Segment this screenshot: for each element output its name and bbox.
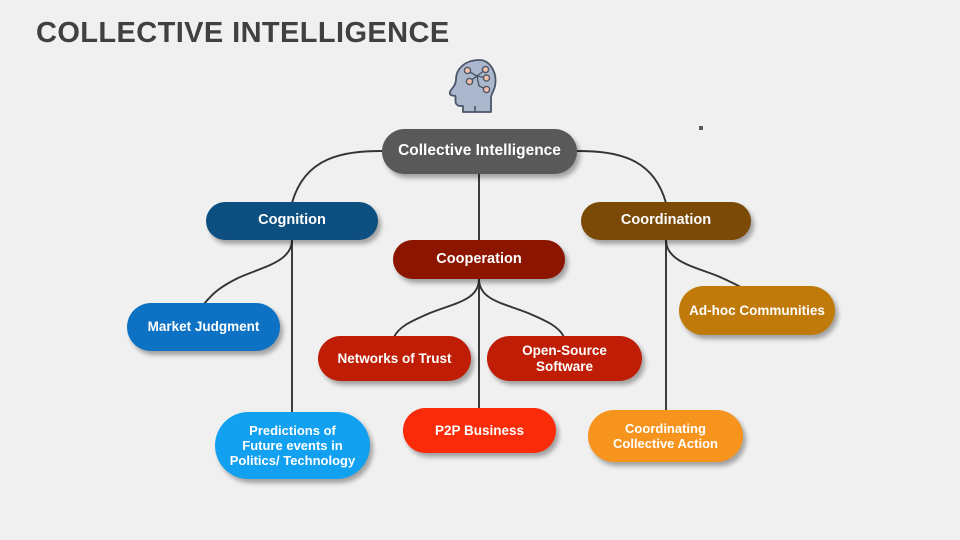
- node-cooperation[interactable]: Cooperation: [393, 240, 565, 279]
- node-networks-of-trust[interactable]: Networks of Trust: [318, 336, 471, 381]
- node-label: P2P Business: [434, 422, 525, 438]
- node-label-line-1: Predictions of: [249, 422, 336, 438]
- node-label: Cognition: [258, 212, 326, 229]
- node-label: Cooperation: [436, 250, 522, 267]
- node-label: Market Judgment: [147, 319, 260, 335]
- node-label: Predictions of Future events in Politics…: [223, 423, 362, 469]
- node-label: Collective Intelligence: [398, 142, 561, 160]
- node-label-line-2: Future events in: [242, 437, 343, 453]
- node-coordinating-collective-action[interactable]: Coordinating Collective Action: [588, 410, 743, 462]
- node-label: Coordinating Collective Action: [596, 421, 735, 452]
- node-label: Open-Source Software: [522, 342, 607, 374]
- node-cognition[interactable]: Cognition: [206, 202, 378, 240]
- node-label: Networks of Trust: [337, 350, 452, 366]
- node-label: Coordination: [620, 212, 712, 229]
- node-ad-hoc-communities[interactable]: Ad-hoc Communities: [679, 286, 835, 335]
- node-predictions-future-events[interactable]: Predictions of Future events in Politics…: [215, 412, 370, 479]
- node-collective-intelligence[interactable]: Collective Intelligence: [382, 129, 577, 174]
- stray-dot-artifact: [699, 126, 703, 130]
- node-open-source-software[interactable]: Open-Source Software: [487, 336, 642, 381]
- node-coordination[interactable]: Coordination: [581, 202, 751, 240]
- brain-head-network-icon: [448, 59, 497, 113]
- node-label-line-3: Politics/ Technology: [229, 453, 356, 469]
- node-market-judgment[interactable]: Market Judgment: [127, 303, 280, 351]
- node-p2p-business[interactable]: P2P Business: [403, 408, 556, 453]
- node-label-line-1: Coordinating: [625, 420, 706, 436]
- node-label: Ad-hoc Communities: [689, 302, 825, 318]
- page-title: COLLECTIVE INTELLIGENCE: [36, 17, 450, 49]
- node-label-line-2: Collective Action: [613, 436, 718, 451]
